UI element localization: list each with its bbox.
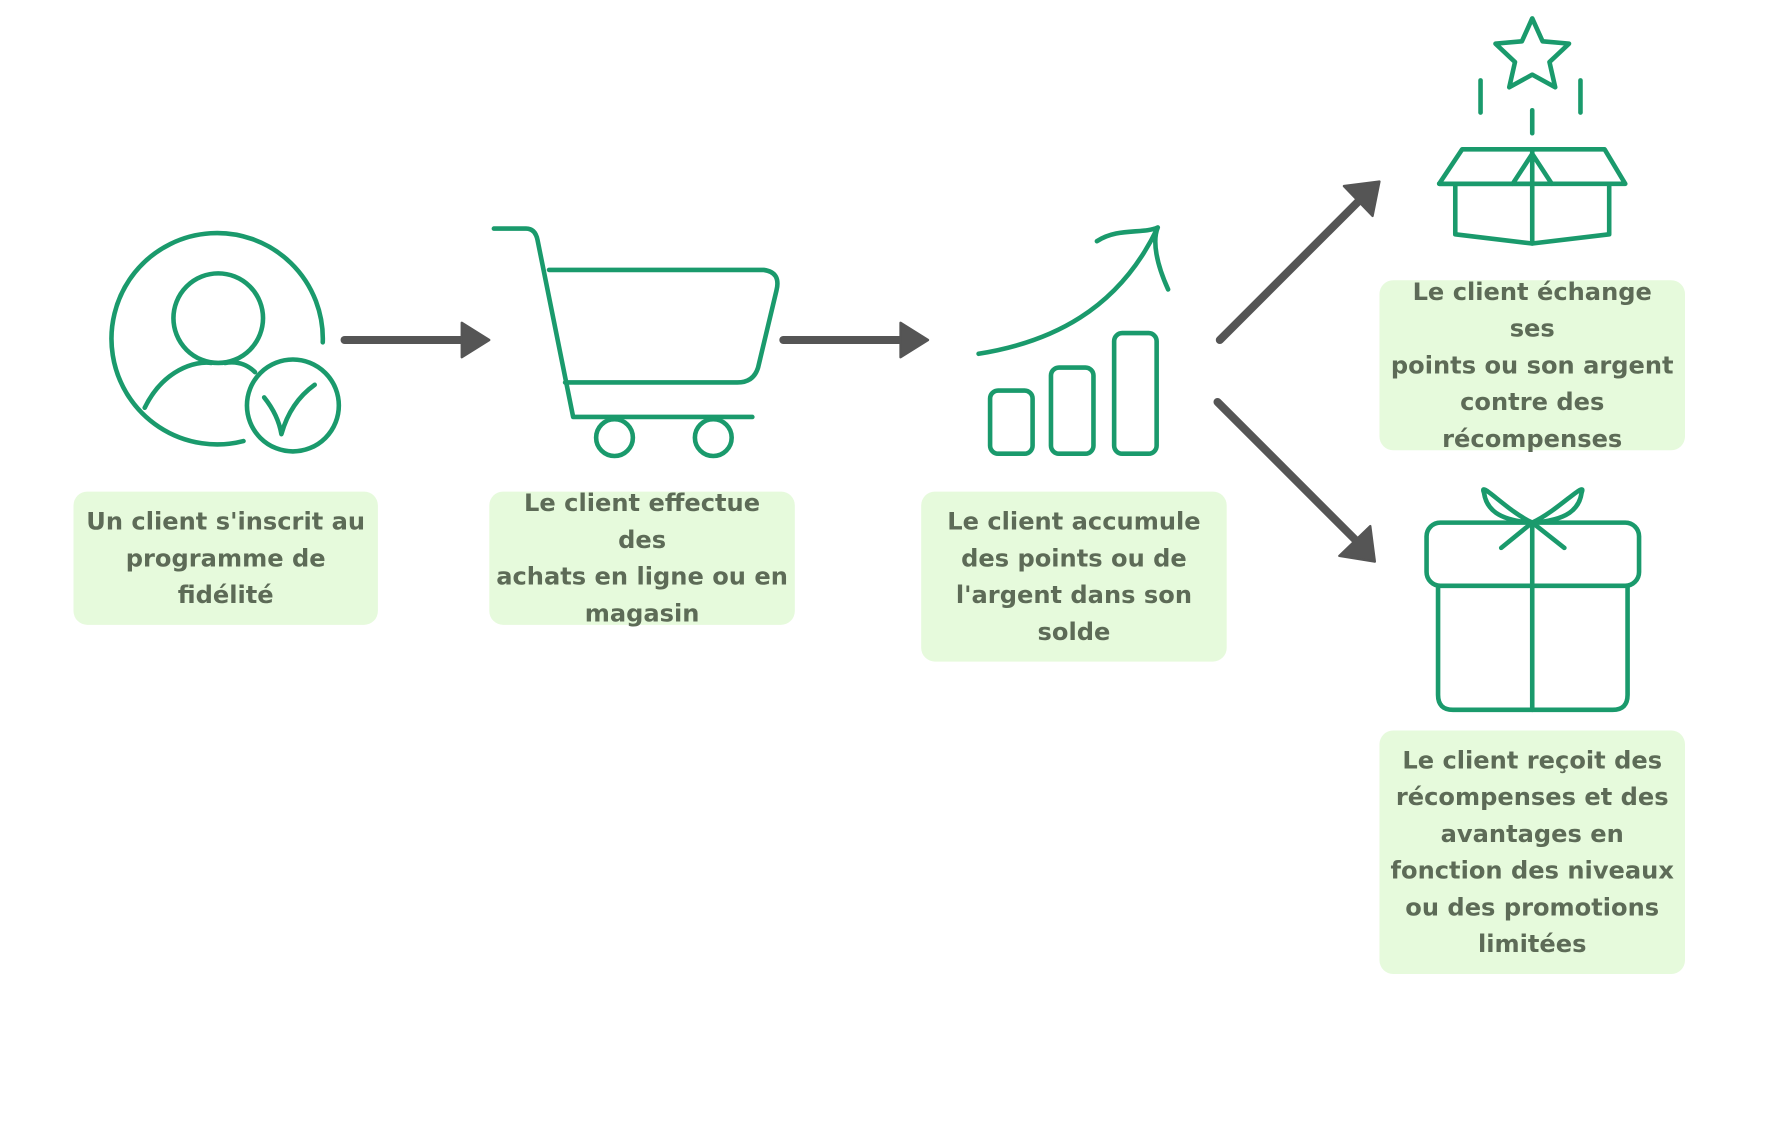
arrow-down-right xyxy=(1213,397,1377,563)
arrow-right-1 xyxy=(340,321,491,359)
step-2-box: Le client effectue des achats en ligne o… xyxy=(489,489,795,627)
step-1-box: Un client s'inscrit au programme de fidé… xyxy=(73,491,378,625)
arrow-up-right xyxy=(1215,180,1381,345)
step-5-text: Le client reçoit des récompenses et des … xyxy=(1390,746,1674,958)
step-2-text: Le client effectue des achats en ligne o… xyxy=(496,489,788,628)
shopping-cart-icon xyxy=(482,212,786,465)
arrow-right-2 xyxy=(779,321,930,359)
step-3-box: Le client accumule des points ou de l'ar… xyxy=(921,491,1227,662)
step-5-box: Le client reçoit des récompenses et des … xyxy=(1379,730,1685,975)
step-4-box: Le client échange ses points ou son arge… xyxy=(1379,278,1685,453)
star-box-icon xyxy=(1430,9,1637,256)
step-3-text: Le client accumule des points ou de l'ar… xyxy=(947,507,1201,646)
step-4-text: Le client échange ses points ou son arge… xyxy=(1390,277,1674,453)
gift-icon xyxy=(1415,477,1650,718)
step-1-text: Un client s'inscrit au programme de fidé… xyxy=(86,507,366,609)
user-check-icon xyxy=(92,218,356,471)
growth-chart-icon xyxy=(971,218,1183,465)
